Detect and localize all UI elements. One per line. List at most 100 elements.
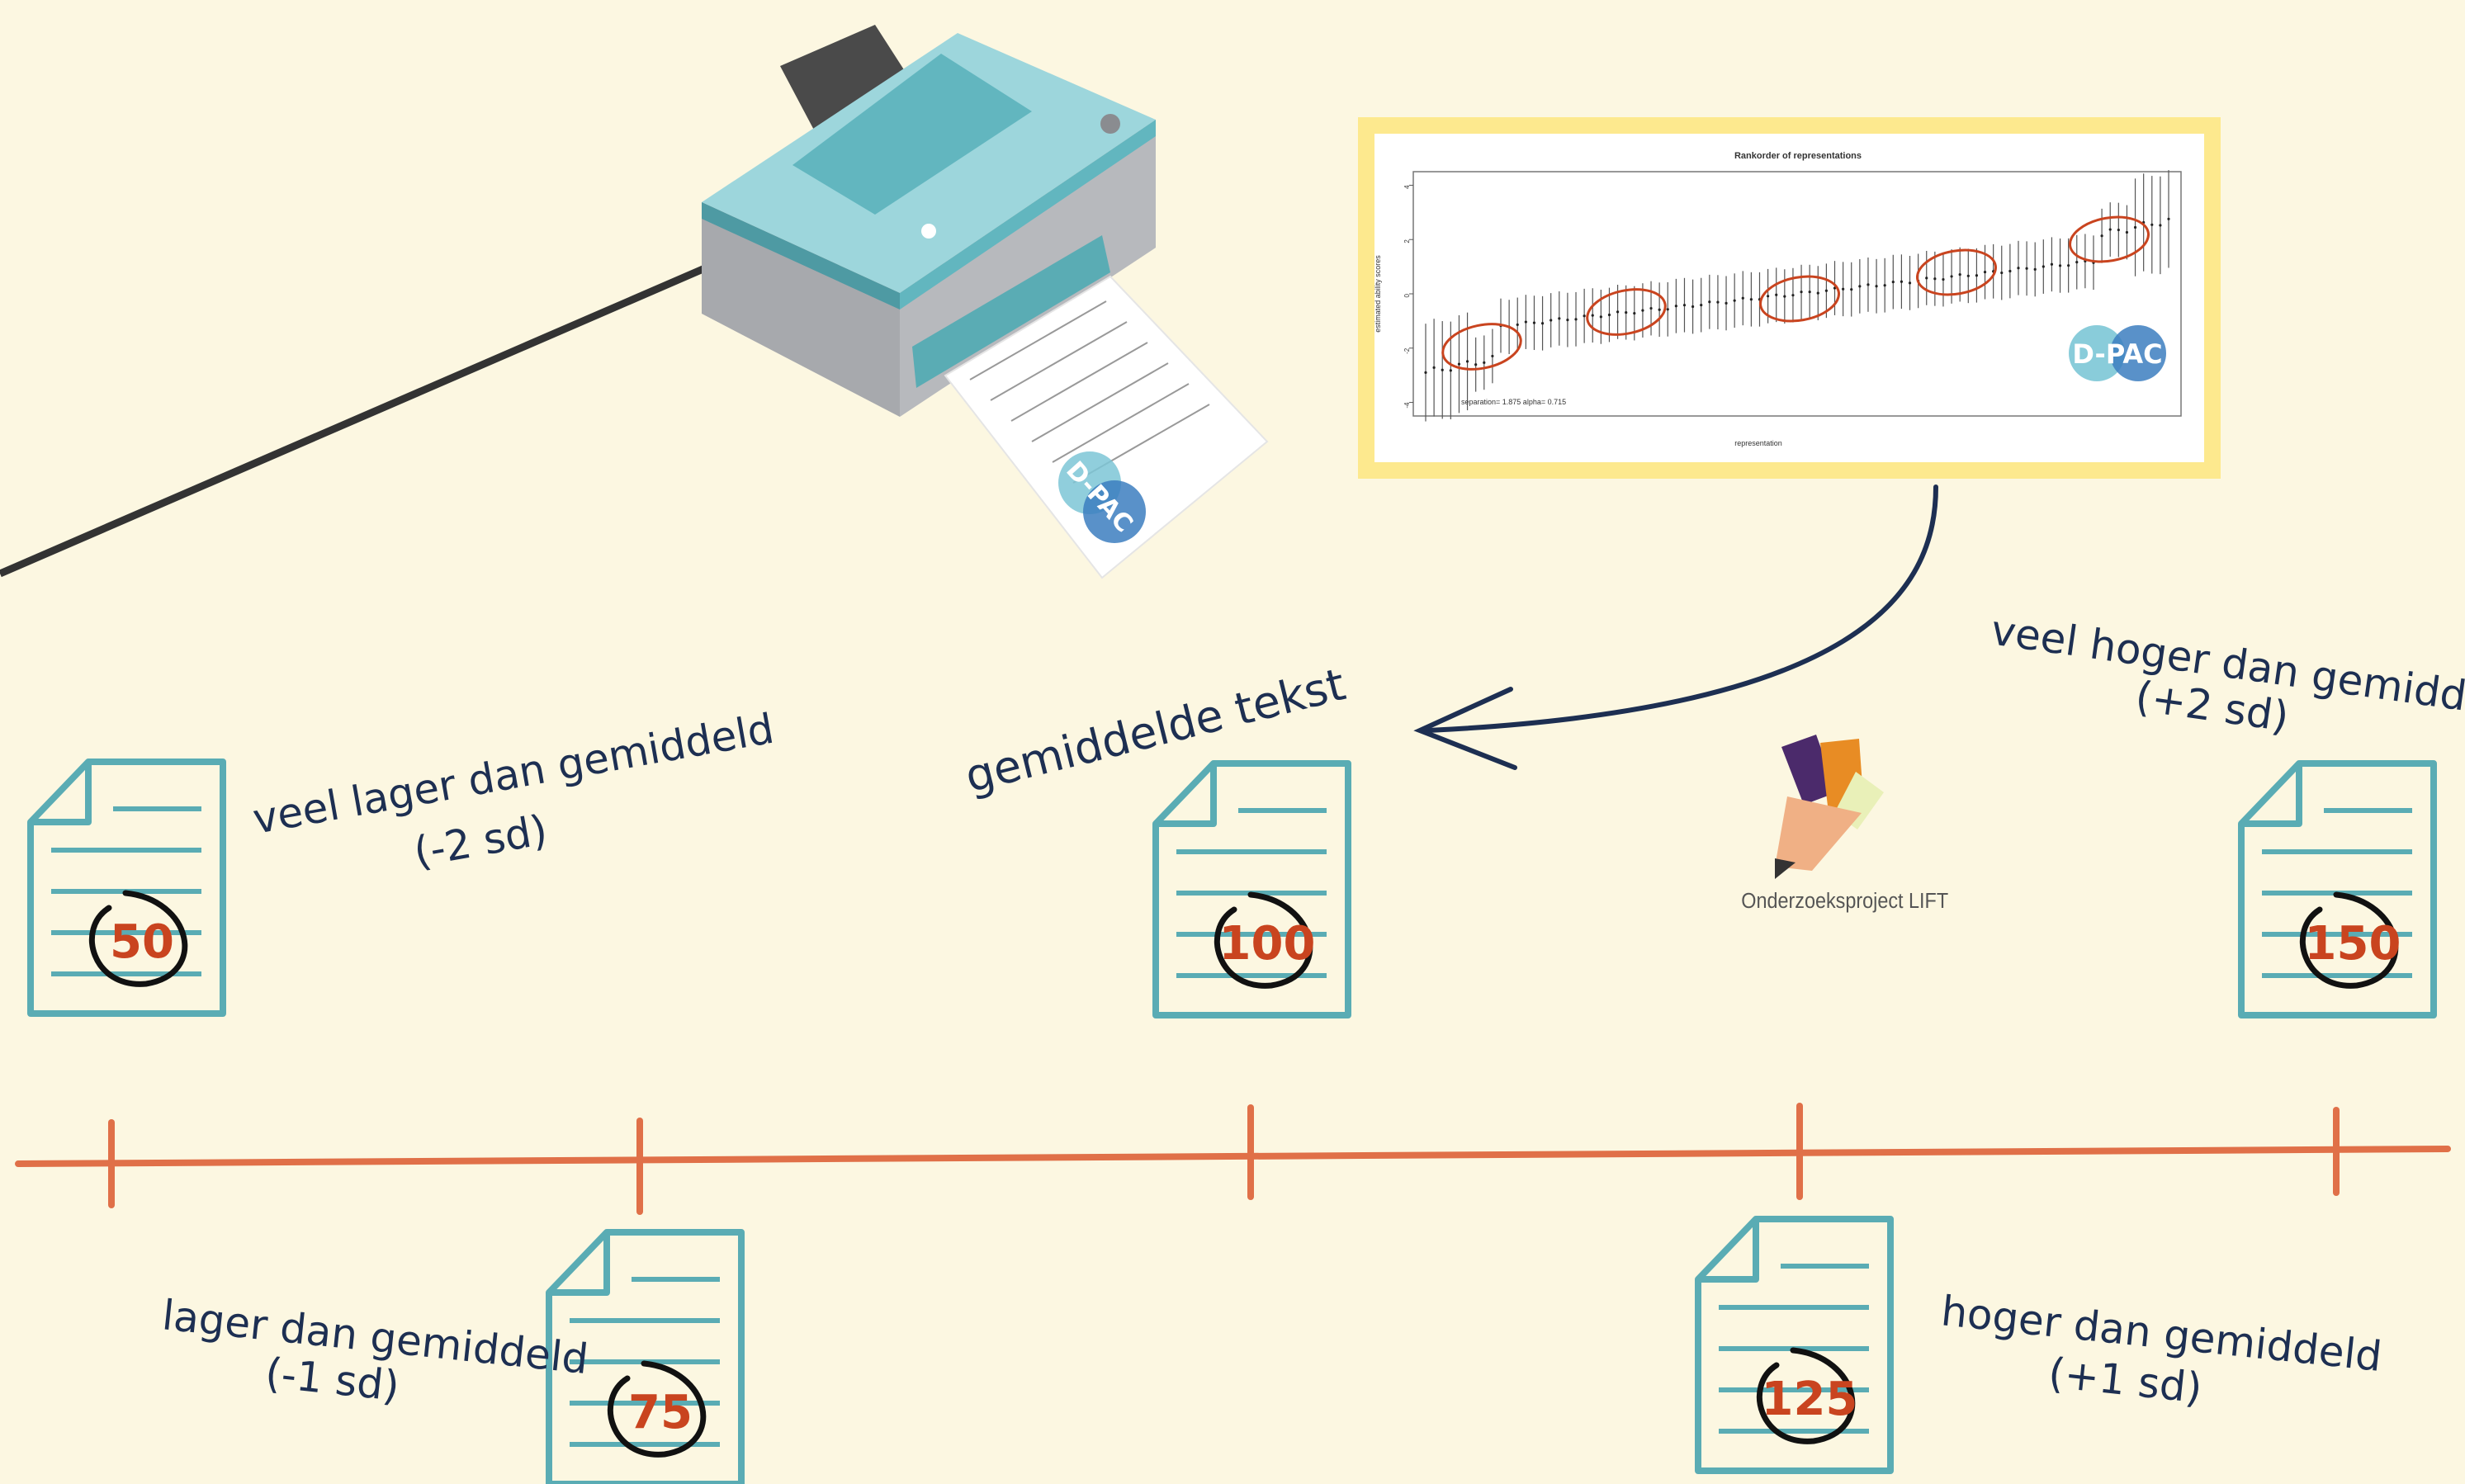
- chart-point: [2108, 202, 2112, 257]
- chart-point: [1858, 258, 1862, 314]
- pencil-logo-icon: [1775, 735, 1884, 879]
- chart-selection-circles: [1441, 215, 2150, 371]
- chart-point: [1850, 262, 1853, 317]
- label-high: hoger dan gemiddeld (+1 sd): [1939, 1287, 2384, 1412]
- chart-point: [1432, 319, 1436, 417]
- chart-point: [1733, 273, 1736, 328]
- document-score: 100: [1219, 917, 1316, 971]
- chart-point: [1441, 321, 1444, 419]
- score-circle: [607, 1360, 707, 1458]
- chart-title: Rankorder of representations: [1734, 151, 1862, 161]
- document-score: 125: [1762, 1373, 1858, 1426]
- y-tick-label: -4: [1403, 402, 1411, 409]
- document-icon: 50: [27, 759, 226, 1017]
- dpac-logo-chart-text: D-PAC: [2072, 338, 2162, 370]
- chart-point: [2033, 242, 2037, 297]
- lift-logo-text: Onderzoeksproject LIFT: [1741, 890, 1948, 913]
- chart-point: [1800, 264, 1803, 319]
- label-very-low: veel lager dan gemiddeld (-2 sd): [249, 705, 778, 877]
- document-score: 75: [628, 1386, 693, 1439]
- chart-point: [1908, 255, 1912, 310]
- chart-point: [1875, 258, 1878, 314]
- chart-point: [1583, 288, 1586, 343]
- score-circle: [1214, 891, 1313, 989]
- document-icon: 75: [546, 1229, 745, 1484]
- chart-point: [1474, 337, 1478, 392]
- document-score: 150: [2305, 917, 2401, 971]
- printer-icon: D-PAC: [702, 25, 1269, 579]
- y-tick-label: 0: [1403, 293, 1411, 297]
- chart-point: [1532, 295, 1536, 351]
- chart-point: [1749, 272, 1753, 327]
- y-tick-label: 2: [1403, 239, 1411, 243]
- chart-point: [1524, 295, 1527, 349]
- chart-point: [1900, 254, 1904, 310]
- chart-point: [1566, 292, 1569, 347]
- chart-point: [2125, 205, 2129, 260]
- chart-point: [2167, 170, 2170, 268]
- chart-point: [1842, 262, 1845, 317]
- chart-point: [1625, 285, 1628, 340]
- chart-point: [2075, 234, 2079, 290]
- selection-circle: [1441, 323, 1522, 371]
- chart-point: [1691, 279, 1695, 334]
- document-icon: 125: [1695, 1216, 1894, 1474]
- chart-points: [1424, 170, 2170, 422]
- chart-point: [2008, 243, 2012, 299]
- chart-point: [2133, 178, 2137, 276]
- chart-point: [1658, 282, 1661, 338]
- chart-point: [1682, 277, 1687, 333]
- chart-point: [1591, 288, 1594, 343]
- chart-point: [1424, 324, 1427, 422]
- chart-point: [2000, 245, 2004, 300]
- selection-circle: [1916, 248, 1997, 296]
- chart-point: [1549, 293, 1553, 347]
- chart-point: [1966, 248, 1970, 304]
- chart-point: [1866, 258, 1870, 312]
- chart-point: [1708, 274, 1711, 329]
- label-very-low-line2: (-2 sd): [410, 806, 551, 876]
- chart-point: [1666, 281, 1669, 337]
- chart-point: [2150, 176, 2154, 274]
- label-low: lager dan gemiddeld (-1 sd): [160, 1291, 591, 1411]
- y-tick-label: 4: [1403, 185, 1411, 189]
- document-list: 50 75 100 125 150: [27, 759, 2437, 1484]
- printer-cable: [0, 258, 720, 578]
- curved-arrow-icon: [1413, 484, 1938, 770]
- chart-point: [1833, 261, 1837, 315]
- chart-point: [1775, 267, 1778, 323]
- chart-point: [1925, 250, 1928, 305]
- document-icon: 100: [1152, 760, 1351, 1018]
- chart-point: [2042, 239, 2045, 294]
- score-circle: [88, 890, 188, 987]
- chart-annotation: separation= 1.875 alpha= 0.715: [1461, 398, 1566, 406]
- chart-point: [1574, 291, 1578, 347]
- chart-point: [1483, 335, 1486, 390]
- chart-point: [1674, 278, 1677, 333]
- chart-ylabel: estimated ability scores: [1374, 255, 1382, 333]
- chart-point: [1616, 285, 1620, 339]
- label-very-high: veel hoger dan gemiddeld (+2 sd): [1988, 606, 2465, 740]
- selection-circle: [1759, 275, 1840, 323]
- chart-point: [1725, 276, 1728, 331]
- chart-xlabel: representation: [1734, 439, 1782, 447]
- chart-point: [1975, 248, 1979, 303]
- chart-point: [1942, 252, 1945, 307]
- chart-point: [1783, 269, 1786, 324]
- document-score: 50: [110, 915, 174, 969]
- selection-circle: [1586, 288, 1667, 336]
- score-circle: [2299, 891, 2399, 989]
- chart-point: [1716, 275, 1720, 330]
- score-circle: [1756, 1347, 1856, 1444]
- chart-point: [1891, 254, 1895, 310]
- document-icon: 150: [2238, 760, 2437, 1018]
- chart-point: [2067, 238, 2070, 293]
- axis-line: [15, 1146, 2451, 1167]
- chart-point: [2159, 176, 2162, 275]
- chart-point: [1808, 264, 1811, 319]
- chart-point: [1491, 328, 1494, 384]
- chart-point: [1516, 297, 1519, 352]
- chart-point: [1700, 277, 1703, 333]
